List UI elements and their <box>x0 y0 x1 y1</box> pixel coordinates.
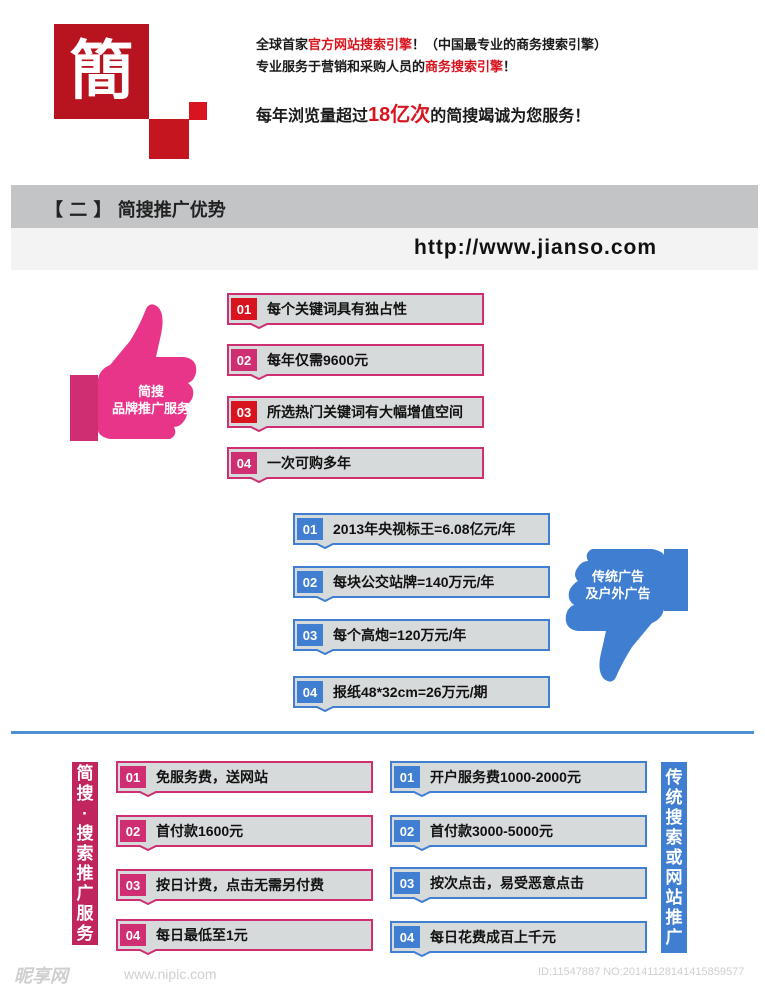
item-text: 按次点击，易受恶意点击 <box>430 875 584 891</box>
item-text: 2013年央视标王=6.08亿元/年 <box>333 521 516 537</box>
item-number: 04 <box>231 452 257 474</box>
traditional-ad-item: 04 报纸48*32cm=26万元/期 <box>293 676 551 712</box>
item-text: 每日最低至1元 <box>156 927 248 943</box>
item-number: 02 <box>231 349 257 371</box>
jianso-cost-item: 03 按日计费，点击无需另付费 <box>116 869 374 905</box>
traditional-ad-item: 02 每块公交站牌=140万元/年 <box>293 566 551 602</box>
item-number: 01 <box>297 518 323 540</box>
brand-advantage-item: 01 每个关键词具有独占性 <box>227 293 485 329</box>
item-text: 每年仅需9600元 <box>267 352 369 368</box>
jianso-brand-label: 简搜 品牌推广服务 <box>111 384 190 416</box>
logo-block <box>54 24 149 119</box>
jianso-cost-item: 04 每日最低至1元 <box>116 919 374 955</box>
traditional-cost-item: 02 首付款3000-5000元 <box>390 815 648 851</box>
item-number: 02 <box>297 571 323 593</box>
logo-decor-square <box>149 119 189 159</box>
jianso-search-label: 简搜·搜索推广服务 <box>72 762 98 945</box>
intro-line-1: 全球首家官方网站搜索引擎！（中国最专业的商务搜索引擎） <box>256 37 608 52</box>
item-number: 02 <box>120 820 146 842</box>
item-number: 03 <box>394 872 420 894</box>
section-title: 【 二 】 简搜推广优势 <box>45 200 226 221</box>
item-text: 每块公交站牌=140万元/年 <box>333 574 495 590</box>
item-number: 01 <box>120 766 146 788</box>
thumbs-up-icon <box>70 304 197 441</box>
jianso-cost-item: 02 首付款1600元 <box>116 815 374 851</box>
thumbs-down-icon <box>565 549 688 682</box>
section-header-bar <box>11 185 758 228</box>
brand-advantage-item: 04 一次可购多年 <box>227 447 485 483</box>
traditional-cost-item: 04 每日花费成百上千元 <box>390 921 648 957</box>
url-bar <box>11 228 758 270</box>
item-text: 免服务费，送网站 <box>156 769 268 785</box>
intro-line-3: 每年浏览量超过18亿次的简搜竭诚为您服务！ <box>256 104 591 126</box>
item-text: 开户服务费1000-2000元 <box>430 769 581 785</box>
item-text: 每个高炮=120万元/年 <box>333 627 467 643</box>
traditional-cost-item: 03 按次点击，易受恶意点击 <box>390 867 648 903</box>
intro-line-2: 专业服务于营销和采购人员的商务搜索引擎！ <box>256 59 517 74</box>
brand-advantage-item: 03 所选热门关键词有大幅增值空间 <box>227 396 485 432</box>
item-number: 01 <box>394 766 420 788</box>
logo-character: 簡 <box>69 34 134 109</box>
watermark-logo: 昵享网 <box>14 966 68 986</box>
item-number: 04 <box>394 926 420 948</box>
item-text: 首付款1600元 <box>156 823 244 839</box>
traditional-ad-item: 01 2013年央视标王=6.08亿元/年 <box>293 513 551 549</box>
traditional-search-label: 传统搜索或网站推广 <box>661 762 687 953</box>
logo-decor-square-small <box>189 102 207 120</box>
item-number: 01 <box>231 298 257 320</box>
item-number: 03 <box>297 624 323 646</box>
traditional-ad-item: 03 每个高炮=120万元/年 <box>293 619 551 655</box>
item-number: 04 <box>120 924 146 946</box>
item-text: 首付款3000-5000元 <box>430 823 553 839</box>
traditional-cost-item: 01 开户服务费1000-2000元 <box>390 761 648 797</box>
item-text: 一次可购多年 <box>267 455 351 471</box>
item-number: 03 <box>120 874 146 896</box>
item-number: 04 <box>297 681 323 703</box>
item-number: 03 <box>231 401 257 423</box>
website-url[interactable]: http://www.jianso.com <box>414 236 658 259</box>
item-text: 按日计费，点击无需另付费 <box>156 877 324 893</box>
watermark-site: www.nipic.com <box>124 966 217 982</box>
section-divider <box>11 731 754 734</box>
traditional-ads-label: 传统广告 及户外广告 <box>585 569 651 601</box>
item-text: 每日花费成百上千元 <box>430 929 556 945</box>
item-text: 所选热门关键词有大幅增值空间 <box>267 404 463 420</box>
brand-advantage-item: 02 每年仅需9600元 <box>227 344 485 380</box>
item-text: 报纸48*32cm=26万元/期 <box>333 684 488 700</box>
image-id: ID:11547887 NO:20141128141415859577 <box>538 966 745 978</box>
jianso-cost-item: 01 免服务费，送网站 <box>116 761 374 797</box>
item-number: 02 <box>394 820 420 842</box>
item-text: 每个关键词具有独占性 <box>267 301 407 317</box>
